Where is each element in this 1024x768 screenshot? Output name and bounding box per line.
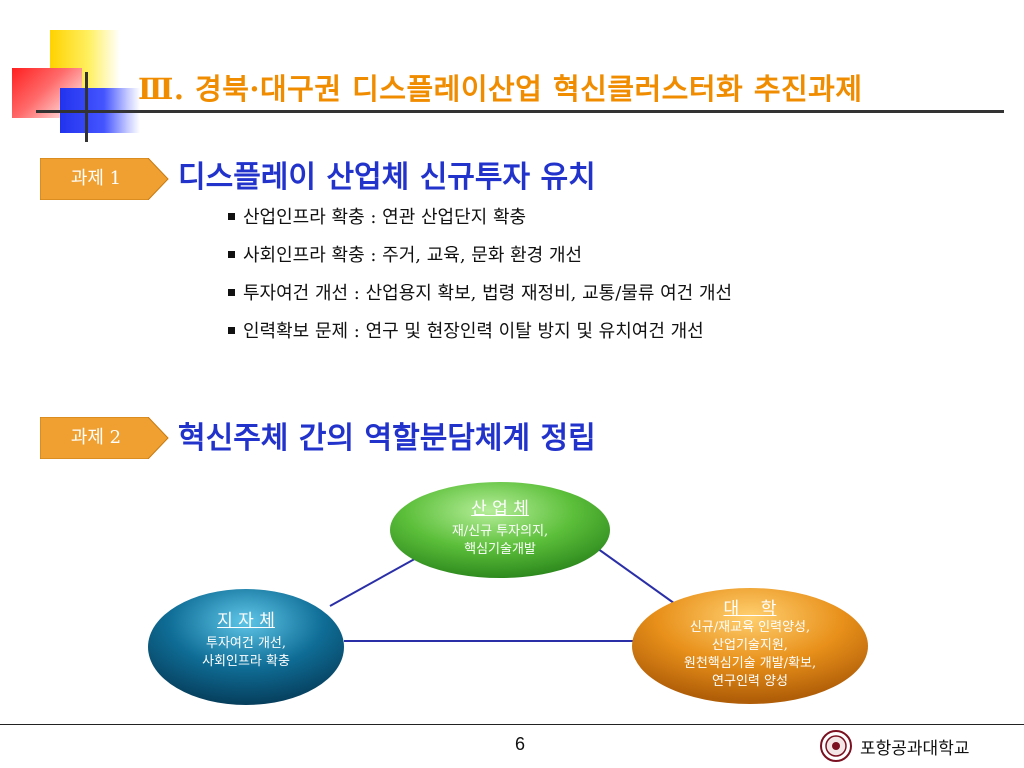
industry-node-title: 산 업 체 bbox=[471, 499, 529, 519]
task-tag-arrow-shape bbox=[40, 158, 169, 200]
connector-industry-university bbox=[593, 545, 679, 607]
organization-name: 포항공과대학교 bbox=[860, 739, 970, 759]
title-underline bbox=[36, 110, 1004, 113]
bullet-icon bbox=[228, 213, 235, 220]
university-node-shape bbox=[632, 588, 868, 704]
university-node: 대 학 신규/재교육 인력양성, 산업기술지원, 원천핵심기술 개발/확보, 연… bbox=[636, 594, 864, 691]
task-2-tag: 과제 2 bbox=[40, 417, 170, 459]
task-2-heading: 혁신주체 간의 역할분담체계 정립 bbox=[178, 421, 596, 456]
bullet-icon bbox=[228, 327, 235, 334]
task-1-heading: 디스플레이 산업체 신규투자 유치 bbox=[178, 160, 596, 195]
university-node-desc-2: 산업기술지원, bbox=[712, 638, 788, 653]
university-node-title: 대 학 bbox=[723, 599, 777, 619]
university-seal-icon bbox=[820, 730, 852, 762]
task-2-tag-label: 과제 2 bbox=[70, 427, 122, 448]
localgov-node-shape bbox=[148, 589, 344, 705]
list-item: 투자여건 개선 : 산업용지 확보, 법령 재정비, 교통/물류 여건 개선 bbox=[228, 280, 732, 318]
list-item: 인력확보 문제 : 연구 및 현장인력 이탈 방지 및 유치여건 개선 bbox=[228, 318, 732, 356]
task-tag-arrow-shape bbox=[40, 417, 169, 459]
organization-footer: 포항공과대학교 bbox=[820, 728, 1020, 764]
localgov-node-desc-2: 사회인프라 확충 bbox=[202, 654, 290, 669]
task-1-tag: 과제 1 bbox=[40, 158, 170, 200]
slide-title: Ⅲ. 경북·대구권 디스플레이산업 혁신클러스터화 추진과제 bbox=[138, 72, 863, 106]
industry-node-desc-1: 재/신규 투자의지, bbox=[451, 524, 549, 539]
university-node-desc-3: 원천핵심기술 개발/확보, bbox=[683, 656, 817, 671]
footer-divider bbox=[0, 724, 1024, 725]
localgov-node-title: 지 자 체 bbox=[217, 611, 275, 631]
list-item: 산업인프라 확충 : 연관 산업단지 확충 bbox=[228, 204, 732, 242]
university-node-desc-4: 연구인력 양성 bbox=[712, 674, 788, 689]
industry-node-desc-2: 핵심기술개발 bbox=[464, 542, 536, 557]
bullet-icon bbox=[228, 251, 235, 258]
page-number: 6 bbox=[514, 734, 525, 754]
task-1-tag-label: 과제 1 bbox=[70, 168, 122, 189]
decorative-vertical-line bbox=[85, 72, 88, 142]
localgov-node: 지 자 체 투자여건 개선, 사회인프라 확충 bbox=[156, 606, 336, 671]
list-item: 사회인프라 확충 : 주거, 교육, 문화 환경 개선 bbox=[228, 242, 732, 280]
task-1-bullet-list: 산업인프라 확충 : 연관 산업단지 확충 사회인프라 확충 : 주거, 교육,… bbox=[228, 204, 732, 356]
industry-node-shape bbox=[390, 482, 610, 578]
industry-node: 산 업 체 재/신규 투자의지, 핵심기술개발 bbox=[400, 494, 600, 559]
university-node-desc-1: 신규/재교육 인력양성, bbox=[689, 620, 811, 635]
connector-industry-localgov bbox=[329, 555, 421, 607]
localgov-node-desc-1: 투자여건 개선, bbox=[205, 636, 287, 651]
bullet-icon bbox=[228, 289, 235, 296]
